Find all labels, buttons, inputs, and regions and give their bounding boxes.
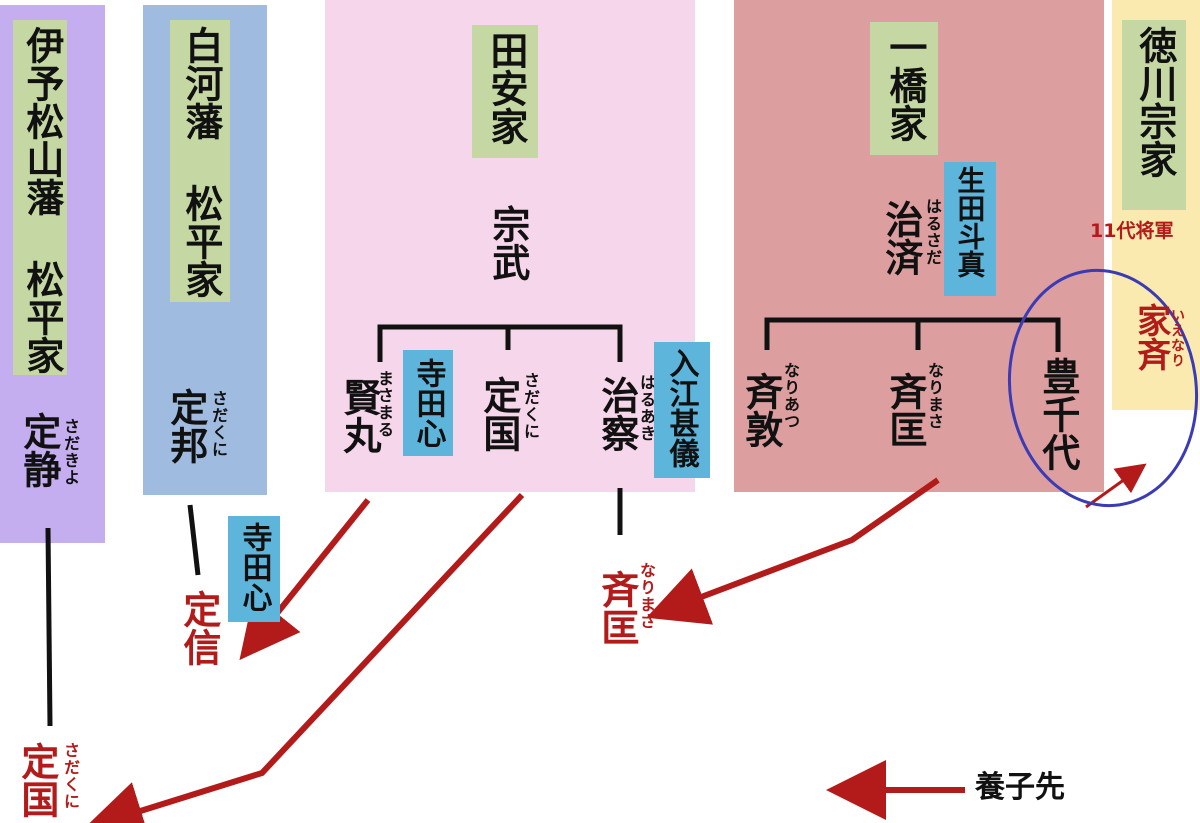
person-sadakiyo: 定静 (16, 412, 61, 488)
person-sadanobu: 定信 (176, 590, 221, 666)
actor-badge-sadanobu: 寺田心 (228, 516, 280, 622)
arrow-toyochiyo-to-tokugawa (1085, 463, 1147, 509)
arrow-sadakuni-to-iyo (83, 492, 525, 823)
ruby-sadakuni-adopted: さだくに (61, 742, 80, 810)
actor-badge-haruaki: 入江甚儀 (654, 342, 710, 478)
person-ienari: 家斉 (1130, 303, 1171, 371)
ruby-harusada: はるさだ (923, 198, 942, 266)
house-title-hitotsubashi: 一橋家 (870, 22, 938, 155)
person-sadakuni-shirakawa: 定邦 (163, 388, 208, 464)
house-title-tayasu: 田安家 (472, 25, 538, 158)
ruby-narimasa-adopted: なりまさ (637, 562, 656, 630)
person-narimasa-adopted: 斉匡 (594, 570, 639, 646)
ruby-narimasa-hitotsubashi: なりまさ (925, 362, 944, 430)
person-masamaru: 賢丸 (336, 378, 381, 454)
actor-badge-masamaru: 寺田心 (403, 350, 453, 456)
ruby-sadakuni-shirakawa: さだくに (209, 390, 228, 458)
ruby-masamaru: まさまる (375, 370, 394, 438)
actor-badge-harusada: 生田斗真 (944, 162, 996, 296)
house-title-shirakawa: 白河藩 松平家 (170, 20, 230, 302)
person-sadakuni-tayasu: 定国 (476, 376, 521, 452)
person-nariatsu: 斉敦 (738, 372, 783, 448)
tree-line-hitotsubashi (764, 317, 1061, 352)
tree-line-tayasu (377, 324, 623, 362)
ruby-sadakuni-tayasu: さだくに (521, 372, 540, 440)
shogun-label: 11代将軍 (1090, 220, 1174, 242)
line-iyo-descent (45, 527, 53, 727)
highlight-ellipse-toyochiyo (1007, 268, 1199, 508)
person-sadakuni-adopted: 定国 (14, 742, 59, 818)
line-shirakawa-descent (187, 504, 201, 576)
person-harusada: 治済 (878, 200, 923, 276)
ruby-sadakiyo: さだきよ (61, 418, 80, 486)
legend-label: 養子先 (975, 770, 1065, 805)
ruby-ienari: いえなり (1169, 308, 1185, 368)
arrow-narimasa-to-tayasu (646, 477, 940, 625)
house-title-tokugawa: 徳川宗家 (1122, 20, 1186, 210)
person-munetake: 宗武 (485, 205, 530, 281)
person-haruaki: 治察 (594, 376, 639, 452)
person-toyochiyo: 豊千代 (1035, 357, 1080, 471)
house-title-iyo: 伊予松山藩 松平家 (13, 20, 67, 375)
person-narimasa-hitotsubashi: 斉匡 (882, 372, 927, 448)
ruby-haruaki: はるあき (637, 374, 656, 442)
ruby-nariatsu: なりあつ (781, 362, 800, 430)
